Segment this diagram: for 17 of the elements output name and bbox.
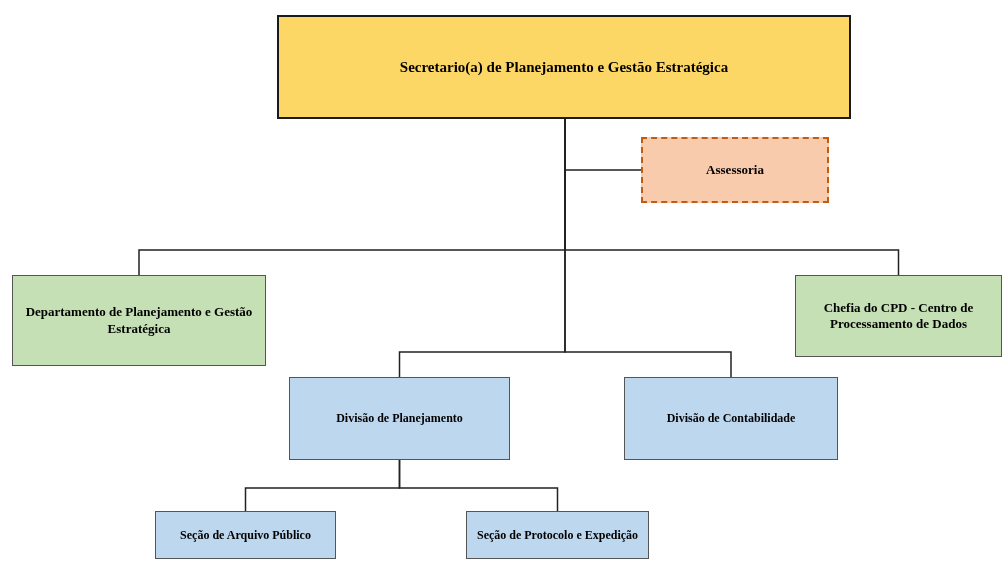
connector-line <box>398 459 559 512</box>
division-box <box>289 377 510 460</box>
division-box <box>155 511 336 559</box>
unit-name: Divisão de Contabilidade <box>666 411 796 426</box>
unit-name: Secretario(a) de Planejamento e Gestão Estratégica <box>399 57 729 77</box>
unit-name: Departamento de Planejamento e Gestão Estratégica <box>24 304 254 337</box>
unit-name: Chefia do CPD - Centro de Processamento de Dados <box>822 299 975 333</box>
unit-name: Assessoria <box>706 161 764 179</box>
division-box <box>624 377 838 460</box>
division-box <box>466 511 649 559</box>
unit-name: Seção de Protocolo e Expedição <box>476 527 639 543</box>
department-box <box>12 275 266 366</box>
unit-name: Seção de Arquivo Público <box>180 527 311 543</box>
unit-name: Divisão de Planejamento <box>336 411 463 426</box>
head-box <box>277 15 851 119</box>
advisory-box <box>641 137 829 203</box>
department-box <box>795 275 1002 357</box>
